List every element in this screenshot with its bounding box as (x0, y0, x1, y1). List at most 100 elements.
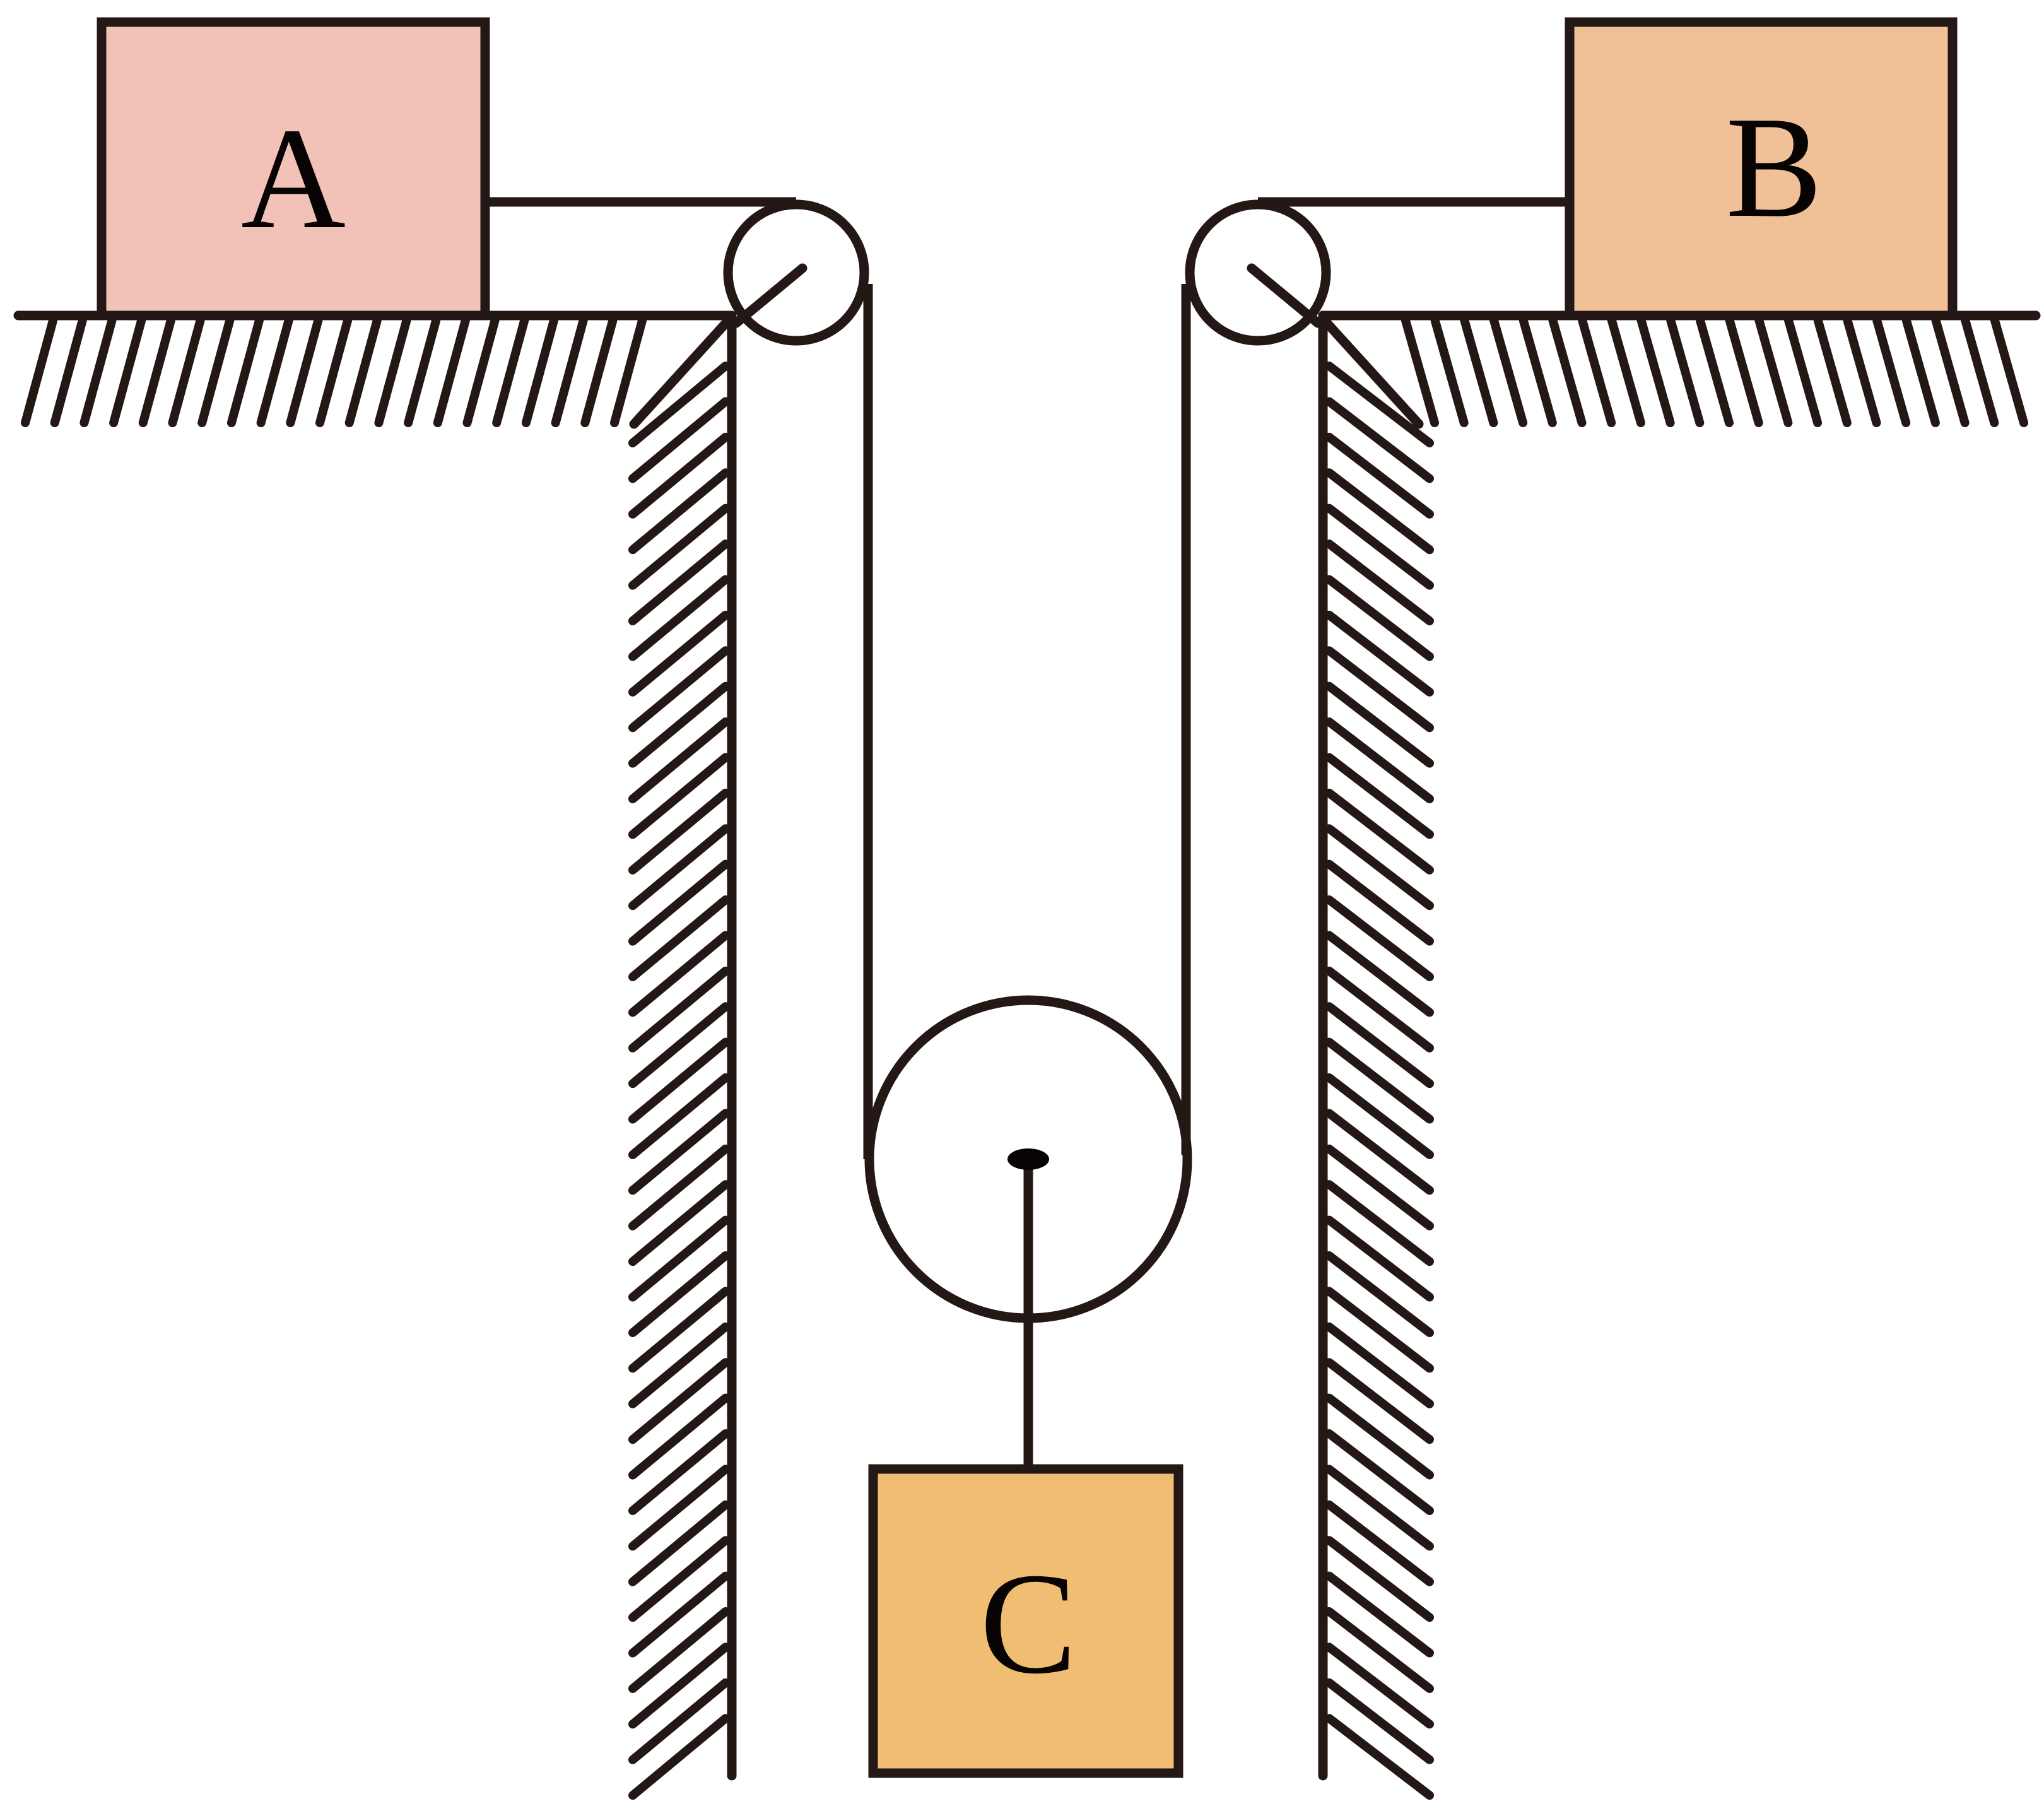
hatch-mark (628, 1251, 730, 1337)
hatch-mark (315, 316, 352, 427)
pulley-support-left (731, 263, 808, 328)
hatch-mark (1325, 1251, 1434, 1337)
hatch-mark (1325, 1109, 1434, 1195)
hatch-mark (1901, 316, 1940, 427)
movable-pulley-axle (1007, 1148, 1049, 1170)
hatch-mark (50, 316, 87, 427)
hatch-mark (1961, 316, 1999, 427)
hatch-mark (1325, 788, 1434, 875)
hatch-mark (1325, 1714, 1434, 1800)
hatch-mark (1813, 316, 1852, 427)
hatch-mark (628, 540, 730, 625)
hatch-mark (628, 468, 730, 555)
hatch-mark (1325, 610, 1434, 697)
hatch-mark (1325, 681, 1434, 768)
block-c (868, 1464, 1184, 1778)
hatch-mark (1489, 316, 1528, 427)
hatch-mark (628, 1571, 730, 1658)
hatch-mark (551, 316, 588, 427)
hatch-mark (1325, 1536, 1434, 1622)
hatch-mark (628, 362, 730, 447)
hatch-mark (1401, 316, 1439, 427)
hatch-mark (1325, 1322, 1434, 1408)
wall-hatching-left (628, 362, 730, 1800)
hatch-mark (628, 717, 730, 803)
hatch-mark (1325, 1500, 1434, 1586)
pulley-support-right (1247, 263, 1323, 328)
hatch-mark (1325, 859, 1434, 946)
hatch-mark (1325, 1144, 1434, 1230)
hatch-mark (628, 1002, 730, 1088)
hatch-mark (1578, 316, 1616, 427)
hatch-mark (1325, 575, 1434, 661)
hatch-mark (1754, 316, 1793, 427)
hatch-mark (628, 1109, 730, 1195)
hatch-mark (1325, 1429, 1434, 1515)
hatch-mark (1325, 397, 1434, 483)
hatch-mark (1696, 316, 1734, 427)
hatch-mark (628, 1073, 730, 1159)
hatch-mark (1325, 1643, 1434, 1729)
hatch-mark (628, 753, 730, 839)
hatch-mark (492, 316, 529, 427)
hatch-mark (628, 610, 730, 697)
hatch-mark (1990, 316, 2028, 427)
ground-hatching-right (1401, 316, 2028, 427)
hatch-mark (628, 1037, 730, 1124)
hatch-mark (1325, 1180, 1434, 1266)
block-a (97, 17, 490, 321)
movable-pulley (864, 995, 1192, 1323)
hatch-mark (628, 1322, 730, 1408)
hatch-mark (1725, 316, 1763, 427)
hatch-mark (1325, 540, 1434, 625)
hatch-mark (628, 1287, 730, 1373)
hatch-mark (1325, 1287, 1434, 1373)
hatch-mark (1325, 1073, 1434, 1159)
hatch-mark (197, 316, 235, 427)
hatch-mark (628, 824, 730, 911)
hatch-mark (1843, 316, 1881, 427)
hatch-mark (628, 1643, 730, 1729)
hatch-mark (1325, 966, 1434, 1053)
hatch-mark (628, 397, 730, 483)
hatch-mark (628, 432, 730, 519)
hatch-mark (628, 931, 730, 1017)
ground-hatching-left (21, 316, 647, 427)
hatch-mark (374, 316, 411, 427)
hatch-mark (628, 788, 730, 875)
block-a-label: A (241, 98, 346, 259)
corner-brace-right (1318, 314, 1424, 429)
hatch-mark (1325, 895, 1434, 981)
hatch-mark (286, 316, 323, 427)
hatch-mark (1931, 316, 1970, 427)
hatch-mark (1518, 316, 1557, 427)
hatch-mark (628, 1678, 730, 1764)
block-b-label: B (1725, 86, 1822, 247)
hatch-mark (628, 1607, 730, 1693)
hatch-mark (628, 504, 730, 590)
hatch-mark (1872, 316, 1911, 427)
hatch-mark (610, 316, 647, 427)
hatch-mark (1607, 316, 1645, 427)
hatch-mark (1325, 753, 1434, 839)
hatch-mark (628, 1215, 730, 1302)
hatch-mark (628, 681, 730, 768)
hatch-mark (226, 316, 264, 427)
hatch-mark (138, 316, 175, 427)
hatch-mark (628, 575, 730, 661)
hatch-mark (168, 316, 205, 427)
hatch-mark (256, 316, 293, 427)
hatch-mark (628, 966, 730, 1053)
hatch-mark (1325, 432, 1434, 519)
hatch-mark (1784, 316, 1823, 427)
hatch-mark (628, 1393, 730, 1480)
hatch-mark (1325, 931, 1434, 1017)
block-b (1565, 17, 1958, 321)
hatch-mark (1548, 316, 1587, 427)
hatch-mark (1325, 1678, 1434, 1764)
hatch-mark (628, 1180, 730, 1266)
hatch-mark (1325, 1393, 1434, 1480)
hatch-mark (580, 316, 618, 427)
hatch-mark (1325, 1358, 1434, 1444)
